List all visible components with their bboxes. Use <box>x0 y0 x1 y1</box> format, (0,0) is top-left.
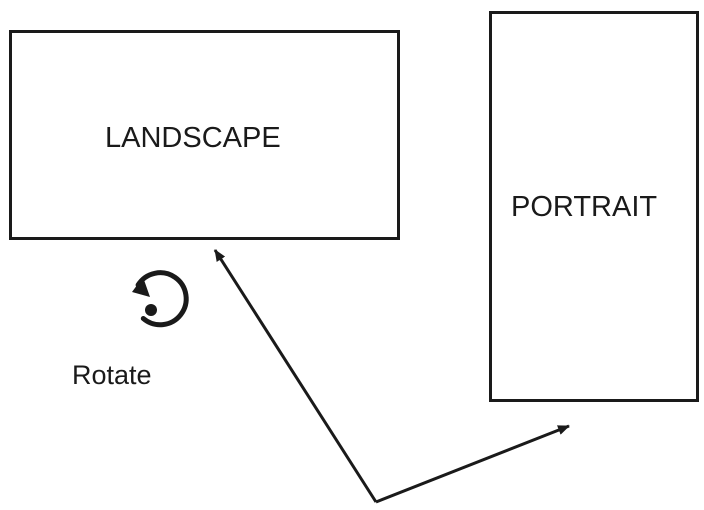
arrow-to-portrait <box>375 424 570 504</box>
portrait-label: PORTRAIT <box>511 191 658 223</box>
landscape-rectangle <box>9 30 400 240</box>
arrow-to-landscape <box>213 249 378 503</box>
rotate-clockwise-icon <box>132 270 189 328</box>
landscape-label: LANDSCAPE <box>105 122 281 154</box>
portrait-rectangle <box>489 11 699 402</box>
rotate-label: Rotate <box>72 360 152 390</box>
